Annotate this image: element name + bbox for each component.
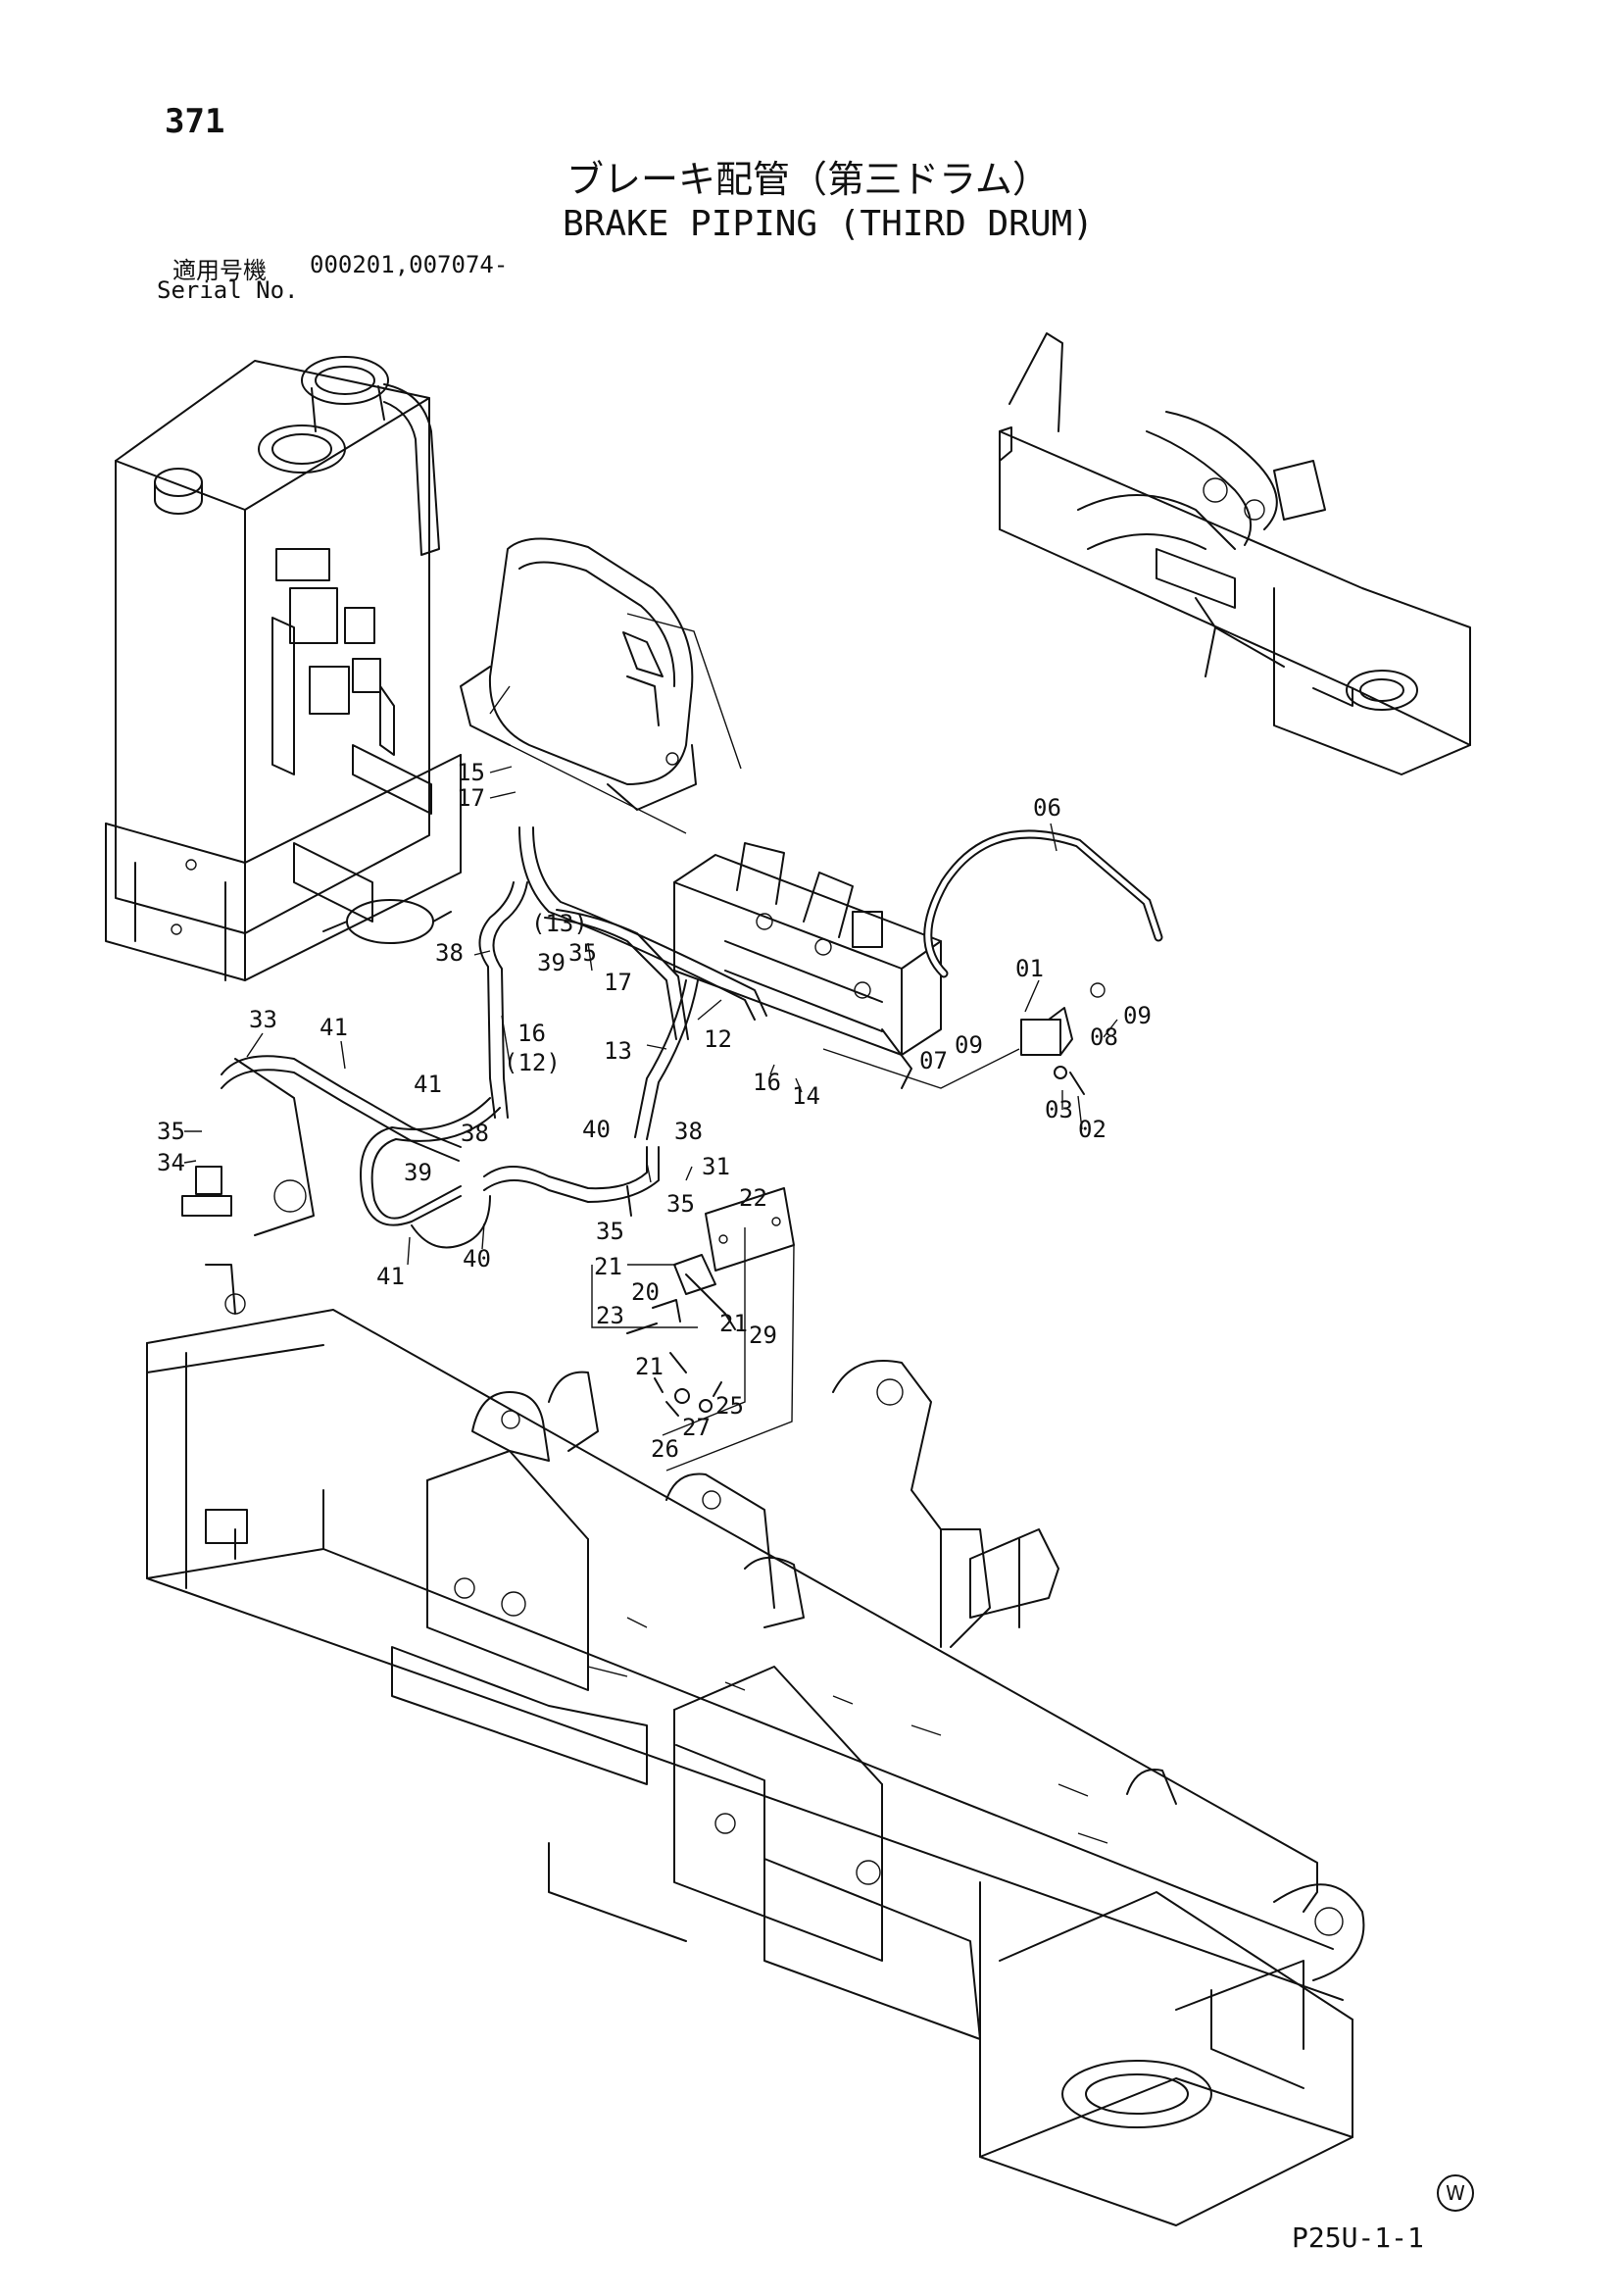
callout-35: 35 — [666, 1190, 695, 1218]
serial-label-japanese: 適用号機 — [172, 257, 267, 284]
callout-39: 39 — [537, 949, 566, 976]
hydraulic-tank-drawing — [105, 356, 462, 981]
callout-41: 41 — [414, 1071, 442, 1098]
upper-frame-inset-drawing — [999, 332, 1471, 775]
serial-label-english: Serial No. — [157, 276, 299, 304]
callout-38: 38 — [435, 939, 464, 967]
callout-31: 31 — [702, 1153, 730, 1180]
pump-drawing — [673, 842, 942, 1089]
callout-03: 03 — [1045, 1096, 1073, 1123]
callout-13-ref: (13) — [531, 910, 588, 937]
valve-block-drawing — [591, 982, 1106, 1472]
callout-09: 09 — [955, 1031, 983, 1059]
callout-29: 29 — [749, 1322, 777, 1349]
callout-17: 17 — [604, 969, 632, 996]
callout-33: 33 — [249, 1006, 277, 1033]
callout-02: 02 — [1078, 1116, 1107, 1143]
callout-21: 21 — [635, 1353, 664, 1380]
callout-27: 27 — [682, 1414, 711, 1441]
hoses — [181, 826, 1163, 1249]
callout-14: 14 — [792, 1082, 820, 1110]
callout-38: 38 — [674, 1118, 703, 1145]
callout-40: 40 — [582, 1116, 611, 1143]
leader-lines — [183, 766, 1118, 1266]
callout-07: 07 — [919, 1047, 948, 1074]
callout-35: 35 — [568, 939, 597, 967]
callout-41: 41 — [320, 1014, 348, 1041]
callout-38: 38 — [461, 1120, 489, 1147]
callout-35: 35 — [157, 1118, 185, 1145]
callout-labels: 15 17 06 (13) 38 35 39 17 01 16 08 09 09… — [157, 759, 1152, 1463]
callout-23: 23 — [596, 1302, 624, 1329]
callout-41: 41 — [376, 1263, 405, 1290]
drum-drawing — [460, 537, 742, 834]
callout-16: 16 — [517, 1020, 546, 1047]
callout-16: 16 — [753, 1069, 781, 1096]
callout-25: 25 — [715, 1392, 744, 1420]
title-japanese: ブレーキ配管（第三ドラム） — [566, 158, 1050, 201]
serial-values: 000201,007074- — [310, 251, 509, 278]
callout-35: 35 — [596, 1218, 624, 1245]
watermark-icon: W — [1437, 2174, 1474, 2212]
callout-40: 40 — [463, 1245, 491, 1273]
callout-13: 13 — [604, 1037, 632, 1065]
callout-22: 22 — [739, 1184, 767, 1212]
callout-39: 39 — [404, 1159, 432, 1186]
callout-15: 15 — [457, 759, 485, 786]
callout-06: 06 — [1033, 794, 1061, 822]
callout-17: 17 — [457, 784, 485, 812]
callout-12-ref: (12) — [504, 1049, 561, 1076]
callout-09: 09 — [1123, 1002, 1152, 1029]
callout-34: 34 — [157, 1149, 185, 1176]
callout-12: 12 — [704, 1025, 732, 1053]
callout-26: 26 — [651, 1435, 679, 1463]
page-code: P25U-1-1 — [1292, 2221, 1424, 2254]
page-number: 371 — [165, 102, 225, 141]
callout-20: 20 — [631, 1278, 660, 1306]
callout-21: 21 — [719, 1310, 748, 1337]
callout-21: 21 — [594, 1253, 622, 1280]
title-english: BRAKE PIPING (THIRD DRUM) — [563, 204, 1094, 244]
main-frame-drawing — [146, 1058, 1365, 2226]
callout-01: 01 — [1015, 955, 1044, 982]
